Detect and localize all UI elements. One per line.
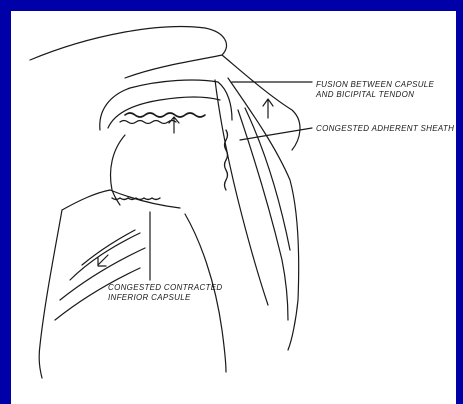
arrow-up-center (169, 117, 179, 133)
annotation-sheath: CONGESTED ADHERENT SHEATH (316, 124, 454, 134)
leader-sheath (240, 128, 312, 140)
biceps-tendon-left (215, 80, 268, 305)
arrow-up-right (263, 99, 273, 118)
acromion-outline (30, 27, 227, 78)
acromion-underside (222, 55, 300, 150)
annotation-inferior: CONGESTED CONTRACTED INFERIOR CAPSULE (108, 283, 222, 303)
capsule-texture-top-2 (120, 121, 176, 124)
muscle-line-2 (245, 108, 290, 250)
annotation-sheath-text: CONGESTED ADHERENT SHEATH (316, 124, 454, 134)
annotation-fusion-line1: FUSION BETWEEN CAPSULE (316, 80, 434, 90)
capsule-texture-top (125, 113, 205, 117)
annotation-inferior-line1: CONGESTED CONTRACTED (108, 283, 222, 293)
humerus-muscle-4 (82, 230, 135, 265)
humeral-head-outline (100, 80, 232, 130)
humerus-left-side (39, 210, 62, 378)
annotation-fusion: FUSION BETWEEN CAPSULE AND BICIPITAL TEN… (316, 80, 434, 100)
annotation-inferior-line2: INFERIOR CAPSULE (108, 293, 222, 303)
annotation-fusion-line2: AND BICIPITAL TENDON (316, 90, 434, 100)
humerus-outline-left (62, 190, 110, 210)
